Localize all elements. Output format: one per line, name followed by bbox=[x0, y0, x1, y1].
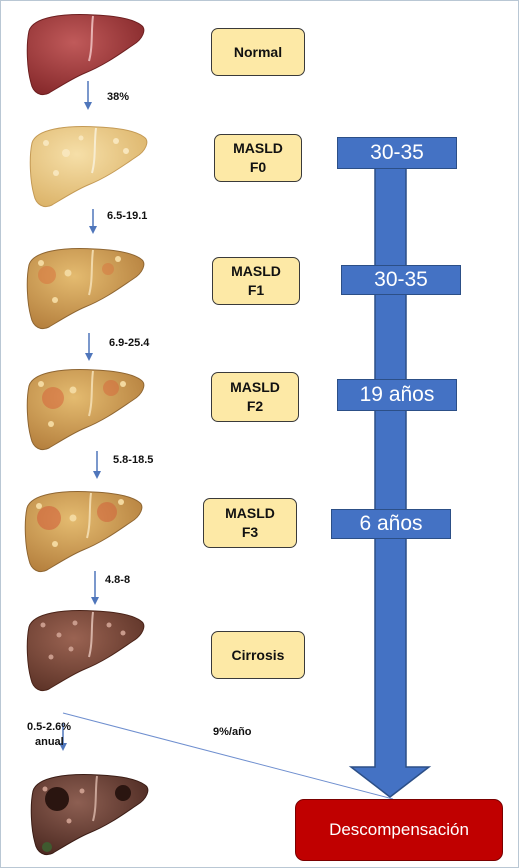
transition-rate: 6.5-19.1 bbox=[107, 210, 148, 222]
stage-label: MASLD bbox=[230, 379, 280, 395]
transition-rate: 38% bbox=[107, 91, 130, 103]
stage-f2-box: MASLD F2 bbox=[211, 372, 299, 422]
timeline-label-f2: 19 años bbox=[337, 379, 457, 411]
stage-sublabel: F2 bbox=[246, 398, 264, 414]
hcc-rate-unit: anual bbox=[35, 736, 64, 748]
stage-cirrhosis-box: Cirrosis bbox=[211, 631, 305, 679]
transition-rate: 6.9-25.4 bbox=[109, 337, 150, 349]
timeline-label-f3: 6 años bbox=[331, 509, 451, 539]
transition-rate: 5.8-18.5 bbox=[113, 454, 154, 466]
liver-fibrosis-icon bbox=[26, 248, 145, 330]
decompensation-line bbox=[62, 712, 394, 800]
decompensation-box: Descompensación bbox=[295, 799, 503, 861]
transition-rate: 4.8-8 bbox=[105, 574, 131, 586]
stage-label: MASLD bbox=[225, 505, 275, 521]
liver-cirrhosis-icon bbox=[26, 610, 145, 692]
timeline-label-f1: 30-35 bbox=[341, 265, 461, 295]
stage-sublabel: F1 bbox=[247, 282, 265, 298]
stage-label: MASLD bbox=[231, 263, 281, 279]
liver-fibrosis-icon bbox=[26, 369, 145, 451]
hcc-rate-value: 0.5-2.6% bbox=[27, 721, 72, 733]
liver-carcinoma-icon bbox=[30, 774, 149, 856]
stage-label: Cirrosis bbox=[231, 646, 285, 663]
liver-steatosis-icon bbox=[29, 126, 148, 208]
liver-fibrosis-icon bbox=[24, 491, 143, 573]
progression-arrow bbox=[348, 138, 432, 798]
decompensation-rate: 9%/año bbox=[213, 726, 252, 738]
stage-sublabel: F0 bbox=[249, 159, 267, 175]
stage-normal-box: Normal bbox=[211, 28, 305, 76]
liver-normal-icon bbox=[26, 14, 145, 96]
timeline-label-f0: 30-35 bbox=[337, 137, 457, 169]
stage-label: Normal bbox=[233, 43, 283, 60]
stage-f1-box: MASLD F1 bbox=[212, 257, 300, 305]
stage-label: MASLD bbox=[233, 140, 283, 156]
stage-sublabel: F3 bbox=[241, 524, 259, 540]
stage-f3-box: MASLD F3 bbox=[203, 498, 297, 548]
stage-f0-box: MASLD F0 bbox=[214, 134, 302, 182]
hcc-rate: 0.5-2.6% anual bbox=[27, 720, 71, 750]
